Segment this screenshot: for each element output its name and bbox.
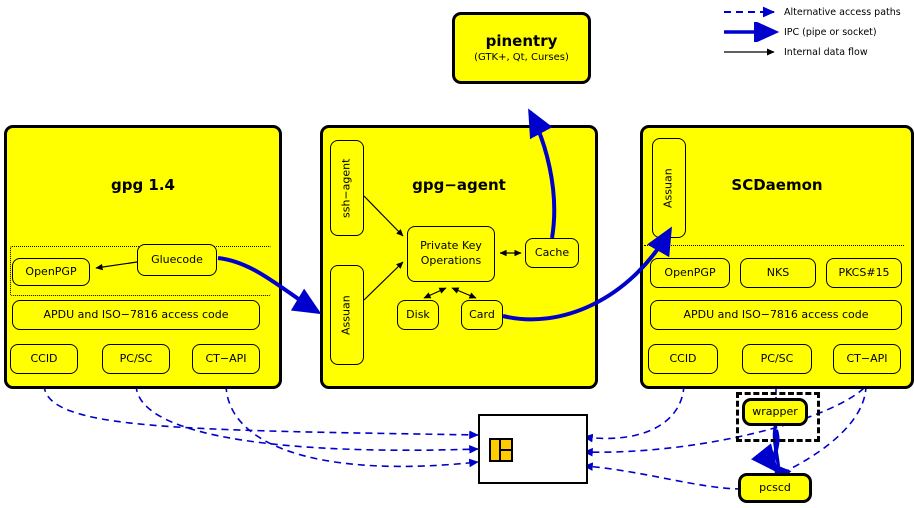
legend: Alternative access paths IPC (pipe or so… bbox=[722, 2, 912, 62]
gpg-gluecode-box[interactable]: Gluecode bbox=[137, 244, 217, 276]
alt-path-gpg-ccid bbox=[43, 384, 479, 440]
gpg-agent-cache-box[interactable]: Cache bbox=[525, 238, 579, 268]
legend-label-internal-flow: Internal data flow bbox=[784, 46, 868, 58]
pinentry-title: pinentry bbox=[485, 32, 558, 51]
gpg-apdu-box[interactable]: APDU and ISO−7816 access code bbox=[12, 300, 260, 330]
alt-path-group-scd bbox=[583, 384, 867, 491]
alt-path-gpg-pcsc bbox=[135, 384, 479, 454]
pinentry-box[interactable]: pinentry (GTK+, Qt, Curses) bbox=[452, 12, 591, 84]
scdaemon-app-openpgp[interactable]: OpenPGP bbox=[650, 258, 730, 288]
alt-path-pcscd-card bbox=[583, 462, 743, 490]
gpg-title: gpg 1.4 bbox=[110, 176, 175, 194]
pko-line-2: Operations bbox=[420, 254, 482, 267]
wrapper-box[interactable]: wrapper bbox=[742, 398, 808, 426]
gpg-agent-ssh-agent-box[interactable]: ssh−agent bbox=[330, 140, 364, 236]
legend-item-internal-flow: Internal data flow bbox=[722, 42, 912, 62]
gpg-agent-assuan-box[interactable]: Assuan bbox=[330, 265, 364, 365]
gpg-agent-card-box[interactable]: Card bbox=[461, 300, 503, 330]
smartcard-chip-icon bbox=[489, 438, 513, 462]
gpg-driver-ctapi[interactable]: CT−API bbox=[192, 344, 260, 374]
legend-label-alt-paths: Alternative access paths bbox=[784, 6, 901, 18]
pko-line-1: Private Key bbox=[420, 239, 482, 253]
scdaemon-driver-ctapi[interactable]: CT−API bbox=[833, 344, 901, 374]
gpg-agent-title: gpg−agent bbox=[412, 176, 506, 194]
pinentry-subtitle: (GTK+, Qt, Curses) bbox=[474, 52, 569, 64]
scdaemon-divider bbox=[644, 245, 904, 246]
legend-item-ipc: IPC (pipe or socket) bbox=[722, 20, 912, 44]
gpg-driver-pcsc[interactable]: PC/SC bbox=[102, 344, 170, 374]
alt-path-group-gpg bbox=[43, 384, 479, 468]
gpg-agent-private-key-operations-box[interactable]: Private Key Operations bbox=[407, 226, 495, 282]
gpg-agent-disk-box[interactable]: Disk bbox=[397, 300, 439, 330]
scdaemon-assuan-box[interactable]: Assuan bbox=[652, 138, 686, 238]
legend-item-alt-paths: Alternative access paths bbox=[722, 2, 912, 22]
scdaemon-driver-pcsc[interactable]: PC/SC bbox=[742, 344, 812, 374]
gpg-openpgp-box[interactable]: OpenPGP bbox=[12, 258, 90, 286]
legend-symbol-dashed-arrow bbox=[722, 2, 784, 22]
legend-symbol-ipc-arrow bbox=[722, 20, 784, 44]
scdaemon-app-pkcs15[interactable]: PKCS#15 bbox=[826, 258, 902, 288]
scdaemon-driver-ccid[interactable]: CCID bbox=[648, 344, 718, 374]
alt-path-scd-ctapi-card bbox=[583, 387, 865, 457]
scdaemon-title: SCDaemon bbox=[731, 176, 823, 194]
scdaemon-app-nks[interactable]: NKS bbox=[740, 258, 816, 288]
legend-symbol-internal-arrow bbox=[722, 42, 784, 62]
gpg-driver-ccid[interactable]: CCID bbox=[10, 344, 78, 374]
alt-path-scd-ccid bbox=[583, 384, 685, 443]
alt-path-gpg-ctapi bbox=[225, 384, 479, 468]
scdaemon-apdu-box[interactable]: APDU and ISO−7816 access code bbox=[650, 300, 902, 330]
pcscd-box[interactable]: pcscd bbox=[738, 473, 812, 503]
legend-label-ipc: IPC (pipe or socket) bbox=[784, 26, 877, 38]
